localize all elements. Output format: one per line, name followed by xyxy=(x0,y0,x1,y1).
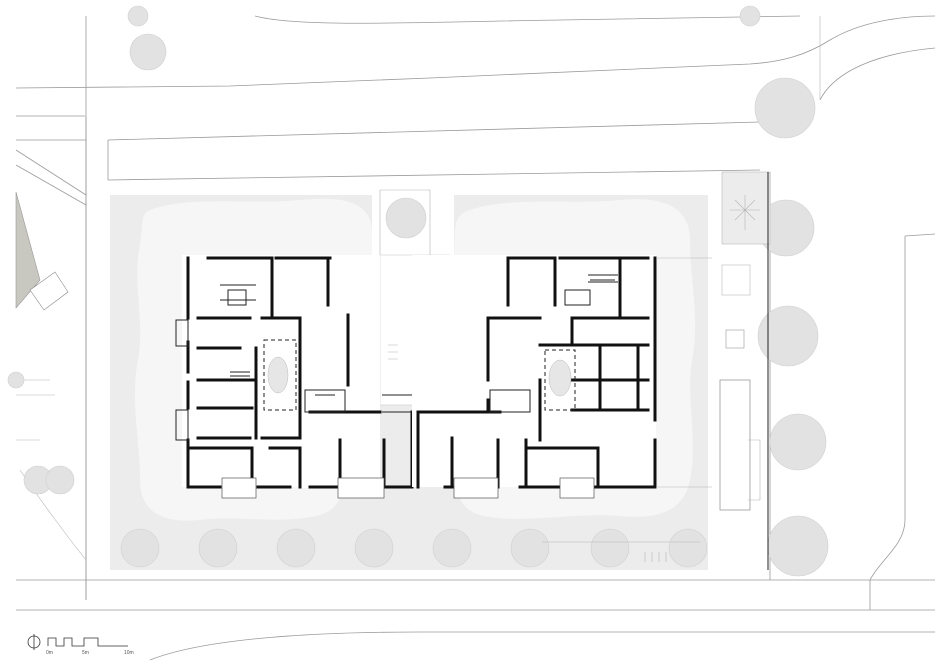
tree xyxy=(757,305,819,367)
tree xyxy=(129,33,167,71)
tree xyxy=(739,5,761,27)
scale-label-5: 5m xyxy=(82,650,89,656)
tree xyxy=(276,528,316,568)
building-west xyxy=(175,255,452,499)
north-arrow-icon xyxy=(27,634,41,650)
tree xyxy=(432,528,472,568)
road-network xyxy=(15,15,936,661)
tree xyxy=(127,5,149,27)
tree xyxy=(45,465,75,495)
tree xyxy=(767,515,829,577)
tree xyxy=(769,413,827,471)
tree xyxy=(668,528,708,568)
scale-bar: 0m 5m 10m xyxy=(27,634,134,656)
tree xyxy=(198,528,238,568)
tree xyxy=(510,528,550,568)
tree xyxy=(7,371,25,389)
trees xyxy=(7,5,829,577)
neighbor-building xyxy=(15,191,87,561)
service-area xyxy=(542,171,771,570)
tree xyxy=(590,528,630,568)
tree xyxy=(354,528,394,568)
scale-label-0: 0m xyxy=(46,650,53,656)
tree xyxy=(754,77,816,139)
tree xyxy=(385,197,427,239)
tree xyxy=(120,528,160,568)
scale-label-10: 10m xyxy=(124,650,134,656)
building-east xyxy=(412,255,712,499)
